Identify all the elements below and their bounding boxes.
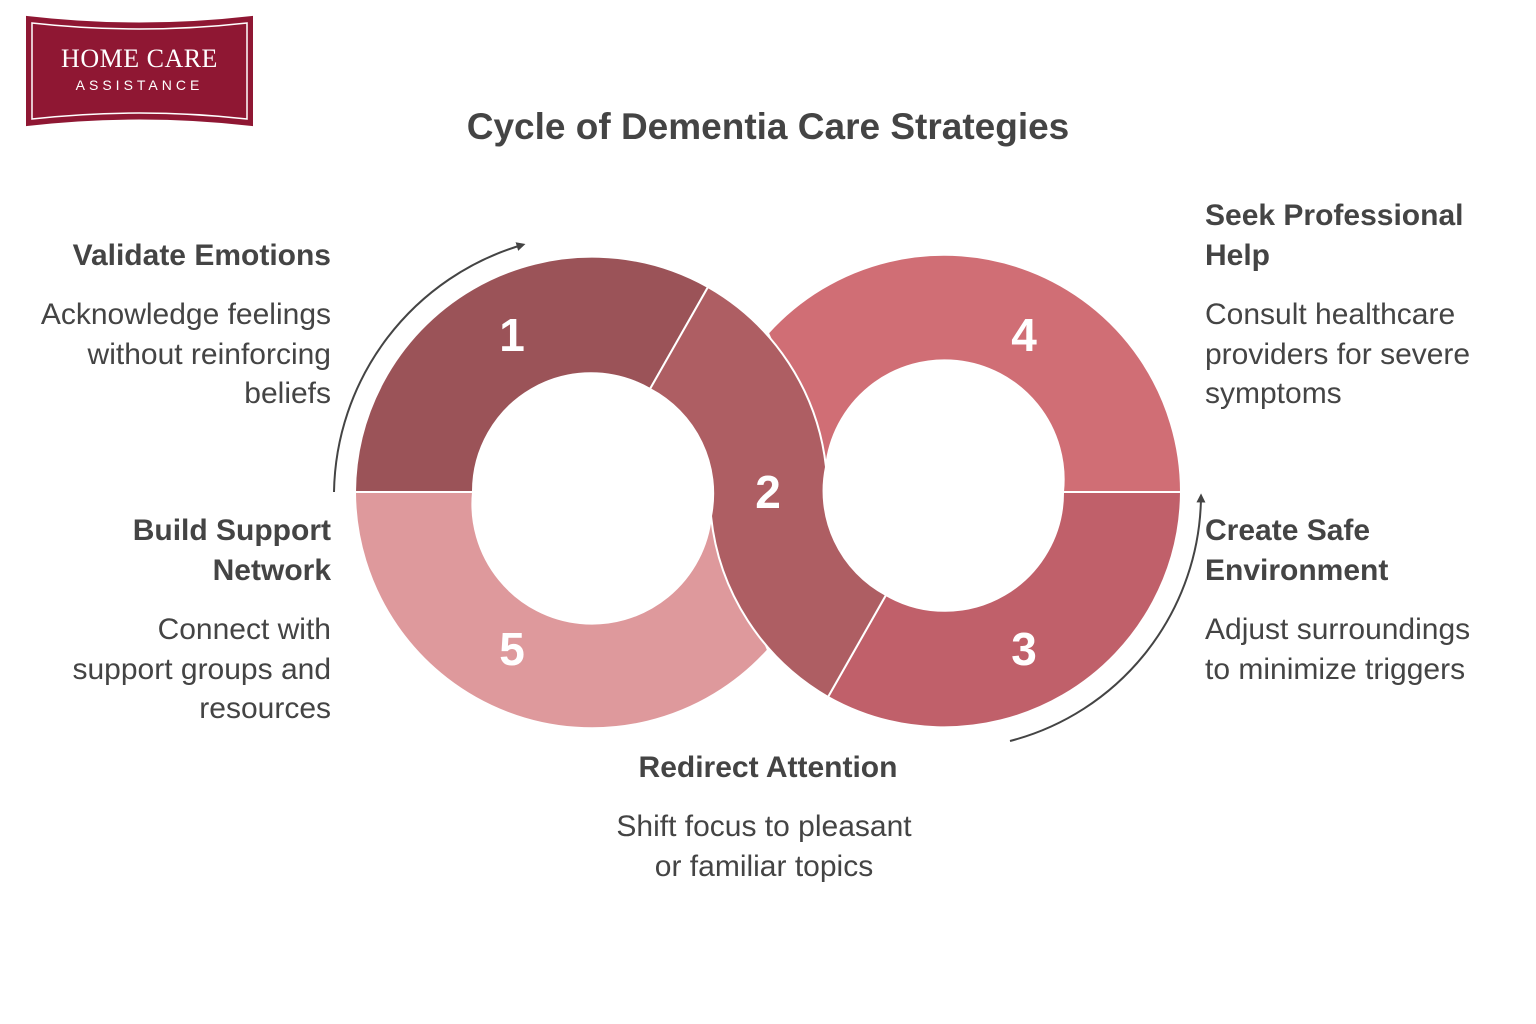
step-4-heading: Seek Professional Help	[1205, 199, 1464, 272]
segment-4	[766, 253, 1183, 493]
segment-3	[826, 491, 1183, 729]
step-5-description: Connect with support groups and resource…	[72, 613, 331, 725]
step-3-heading: Create Safe Environment	[1205, 514, 1389, 587]
step-1-heading: Validate Emotions	[72, 239, 331, 272]
step-3-description: Adjust surroundings to minimize triggers	[1205, 613, 1471, 686]
logo-line-2: ASSISTANCE	[75, 77, 204, 93]
step-4-number: 4	[1011, 309, 1037, 361]
step-3-number: 3	[1011, 623, 1037, 675]
segment-5	[353, 491, 770, 730]
home-care-assistance-logo: HOME CARE ASSISTANCE	[24, 14, 255, 128]
step-2-heading: Redirect Attention	[638, 751, 898, 784]
segment-1	[353, 255, 710, 493]
cycle-arrow-right	[1009, 493, 1206, 742]
step-5-number: 5	[499, 623, 525, 675]
logo-line-1: HOME CARE	[61, 44, 218, 73]
logo-badge	[26, 15, 253, 127]
segment-2	[648, 285, 888, 699]
step-1-description: Acknowledge feelings without reinforcing…	[40, 298, 331, 410]
diagram-title: Cycle of Dementia Care Strategies	[466, 106, 1070, 147]
cycle-arrow-left	[333, 242, 526, 493]
step-2-description: Shift focus to pleasant or familiar topi…	[616, 810, 912, 883]
step-4-description: Consult healthcare providers for severe …	[1205, 298, 1471, 410]
step-5-heading: Build Support Network	[132, 514, 331, 587]
step-1-number: 1	[499, 309, 525, 361]
step-2-number: 2	[755, 466, 781, 518]
